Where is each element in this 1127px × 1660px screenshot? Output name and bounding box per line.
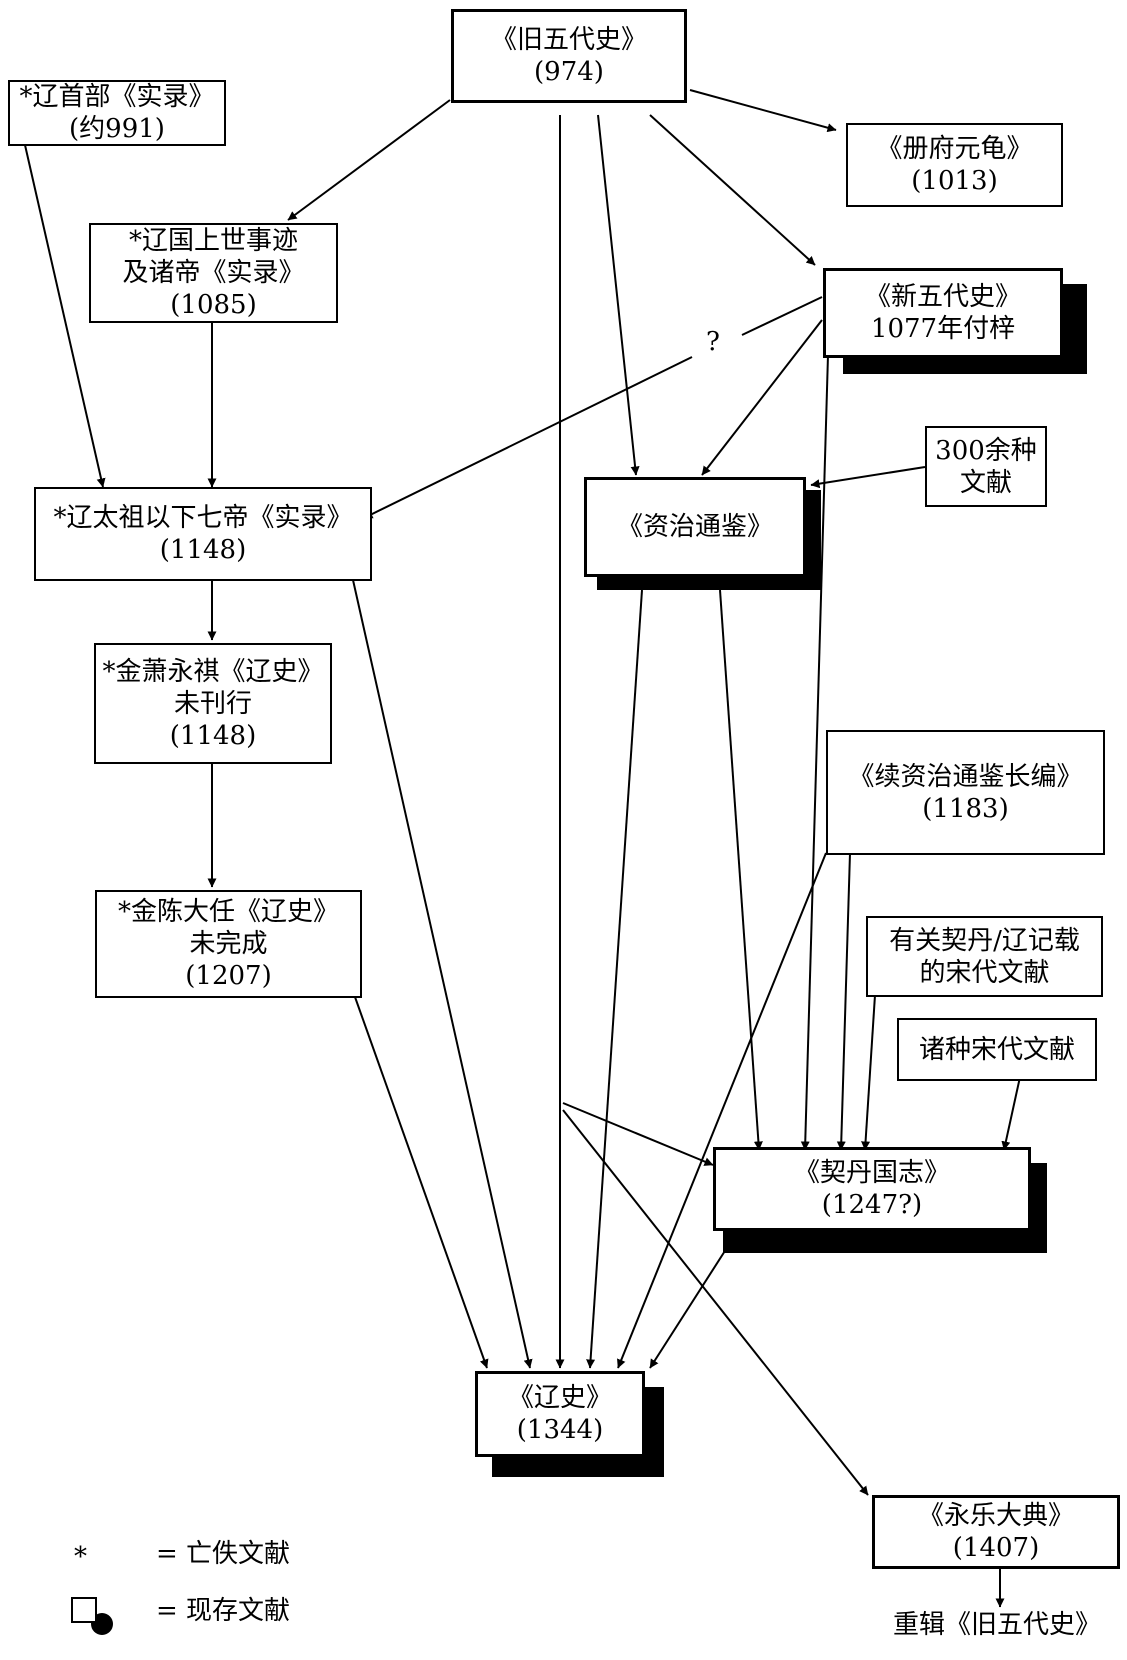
edge-shoubu-to-taizu bbox=[24, 144, 106, 488]
node-xin-wudai-note: 1077年付梓 bbox=[870, 314, 1016, 344]
node-jin-xiao-title: *金萧永祺《辽史》 bbox=[102, 656, 324, 687]
node-yongle-title: 《永乐大典》 bbox=[917, 1501, 1074, 1531]
node-qidan-guozhi-year: (1247?) bbox=[821, 1190, 923, 1220]
node-liao-shoubu-title: *辽首部《实录》 bbox=[19, 82, 215, 112]
edge-songkhitan-to-qidan bbox=[861, 994, 876, 1151]
node-liaoshi-title: 《辽史》 bbox=[507, 1383, 612, 1413]
node-xu-zizhi: 《续资治通鉴长编》 (1183) bbox=[826, 730, 1105, 855]
legend-extant-label: = 现存文献 bbox=[156, 1596, 291, 1626]
edge-jiu-to-xin bbox=[649, 114, 816, 266]
node-xu-zizhi-title: 《续资治通鉴长编》 bbox=[848, 761, 1083, 792]
node-liao-taizu: *辽太祖以下七帝《实录》 (1148) bbox=[34, 487, 372, 581]
node-song-various: 诸种宋代文献 bbox=[897, 1018, 1097, 1081]
edge-branch-to-yongle bbox=[562, 1109, 869, 1496]
node-liaoguo-shangshi: *辽国上世事迹 及诸帝《实录》 (1085) bbox=[89, 223, 338, 323]
edge-songvarious-to-qidan bbox=[1001, 1076, 1021, 1151]
node-qidan-guozhi: 《契丹国志》 (1247?) bbox=[713, 1147, 1031, 1231]
node-liao-shoubu-year: (约991) bbox=[69, 114, 165, 144]
node-jiu-wudai-year: (974) bbox=[534, 57, 604, 87]
node-liaoshi: 《辽史》 (1344) bbox=[475, 1371, 645, 1457]
node-liaoguo-line2: 及诸帝《实录》 bbox=[122, 258, 305, 288]
edge-jiu-to-cefu bbox=[689, 89, 837, 133]
edge-xin-to-qidan bbox=[800, 354, 829, 1151]
node-jin-chen-year: (1207) bbox=[185, 961, 272, 991]
node-cefu-year: (1013) bbox=[911, 166, 998, 196]
node-jiu-wudai: 《旧五代史》 (974) bbox=[451, 9, 687, 103]
reconstructed-label: 重辑《旧五代史》 bbox=[893, 1610, 1102, 1640]
node-song-khitan: 有关契丹/辽记载 的宋代文献 bbox=[866, 916, 1103, 997]
node-sources-300-line1: 300余种 bbox=[935, 435, 1037, 466]
edge-zizhi-to-qidan bbox=[719, 589, 763, 1151]
node-jiu-wudai-title: 《旧五代史》 bbox=[490, 25, 647, 55]
node-sources-300-line2: 文献 bbox=[959, 467, 1012, 498]
node-zizhi: 《资治通鉴》 bbox=[584, 477, 806, 577]
edge-zizhi-to-liaoshi bbox=[586, 589, 643, 1369]
edge-jiu-to-zizhi bbox=[597, 114, 640, 476]
node-song-khitan-line2: 的宋代文献 bbox=[919, 957, 1050, 988]
node-jin-xiao-year: (1148) bbox=[169, 720, 257, 751]
node-yongle-year: (1407) bbox=[952, 1533, 1040, 1563]
node-sources-300: 300余种 文献 bbox=[925, 426, 1047, 507]
node-liao-taizu-year: (1148) bbox=[159, 535, 247, 565]
node-liao-taizu-title: *辽太祖以下七帝《实录》 bbox=[53, 503, 353, 533]
node-liaoshi-year: (1344) bbox=[516, 1415, 604, 1445]
edge-xuzizhi-to-liaoshi bbox=[617, 852, 827, 1369]
legend-star-symbol: * bbox=[74, 1542, 87, 1572]
node-liao-shoubu: *辽首部《实录》 (约991) bbox=[8, 80, 226, 146]
node-yongle: 《永乐大典》 (1407) bbox=[872, 1495, 1120, 1569]
node-jin-xiao: *金萧永祺《辽史》 未刊行 (1148) bbox=[94, 643, 332, 764]
node-cefu-title: 《册府元龟》 bbox=[876, 134, 1033, 164]
node-song-various-title: 诸种宋代文献 bbox=[918, 1034, 1075, 1065]
node-qidan-guozhi-title: 《契丹国志》 bbox=[793, 1158, 950, 1188]
edge-xin-question-a bbox=[741, 296, 823, 336]
node-jin-chen-title: *金陈大任《辽史》 bbox=[117, 897, 339, 927]
node-zizhi-title: 《资治通鉴》 bbox=[616, 512, 773, 542]
legend-extant-box-icon bbox=[71, 1597, 97, 1623]
node-xu-zizhi-year: (1183) bbox=[922, 793, 1009, 824]
node-xin-wudai-title: 《新五代史》 bbox=[864, 282, 1021, 312]
edge-xuzizhi-to-qidan bbox=[836, 852, 851, 1151]
edge-qidan-to-liaoshi bbox=[649, 1242, 731, 1369]
node-jin-xiao-note: 未刊行 bbox=[173, 688, 252, 719]
legend-lost-label: = 亡佚文献 bbox=[156, 1539, 291, 1569]
node-song-khitan-line1: 有关契丹/辽记载 bbox=[889, 925, 1080, 956]
node-liaoguo-line1: *辽国上世事迹 bbox=[128, 226, 298, 256]
edge-branch-to-qidan bbox=[562, 1102, 714, 1166]
edge-jinchen-to-liaoshi bbox=[354, 996, 489, 1369]
node-jin-chen: *金陈大任《辽史》 未完成 (1207) bbox=[95, 890, 362, 998]
node-xin-wudai: 《新五代史》 1077年付梓 bbox=[823, 268, 1063, 358]
edge-300-to-zizhi bbox=[810, 466, 926, 489]
node-cefu: 《册府元龟》 (1013) bbox=[846, 123, 1063, 207]
edge-taizu-to-liaoshi bbox=[352, 579, 533, 1369]
edge-xin-question-b bbox=[363, 356, 693, 519]
edge-jiu-to-liaoguo bbox=[287, 99, 451, 221]
node-liaoguo-year: (1085) bbox=[170, 290, 257, 320]
question-mark: ? bbox=[706, 327, 720, 357]
node-jin-chen-note: 未完成 bbox=[189, 929, 268, 959]
edge-xin-to-zizhi bbox=[701, 319, 823, 476]
